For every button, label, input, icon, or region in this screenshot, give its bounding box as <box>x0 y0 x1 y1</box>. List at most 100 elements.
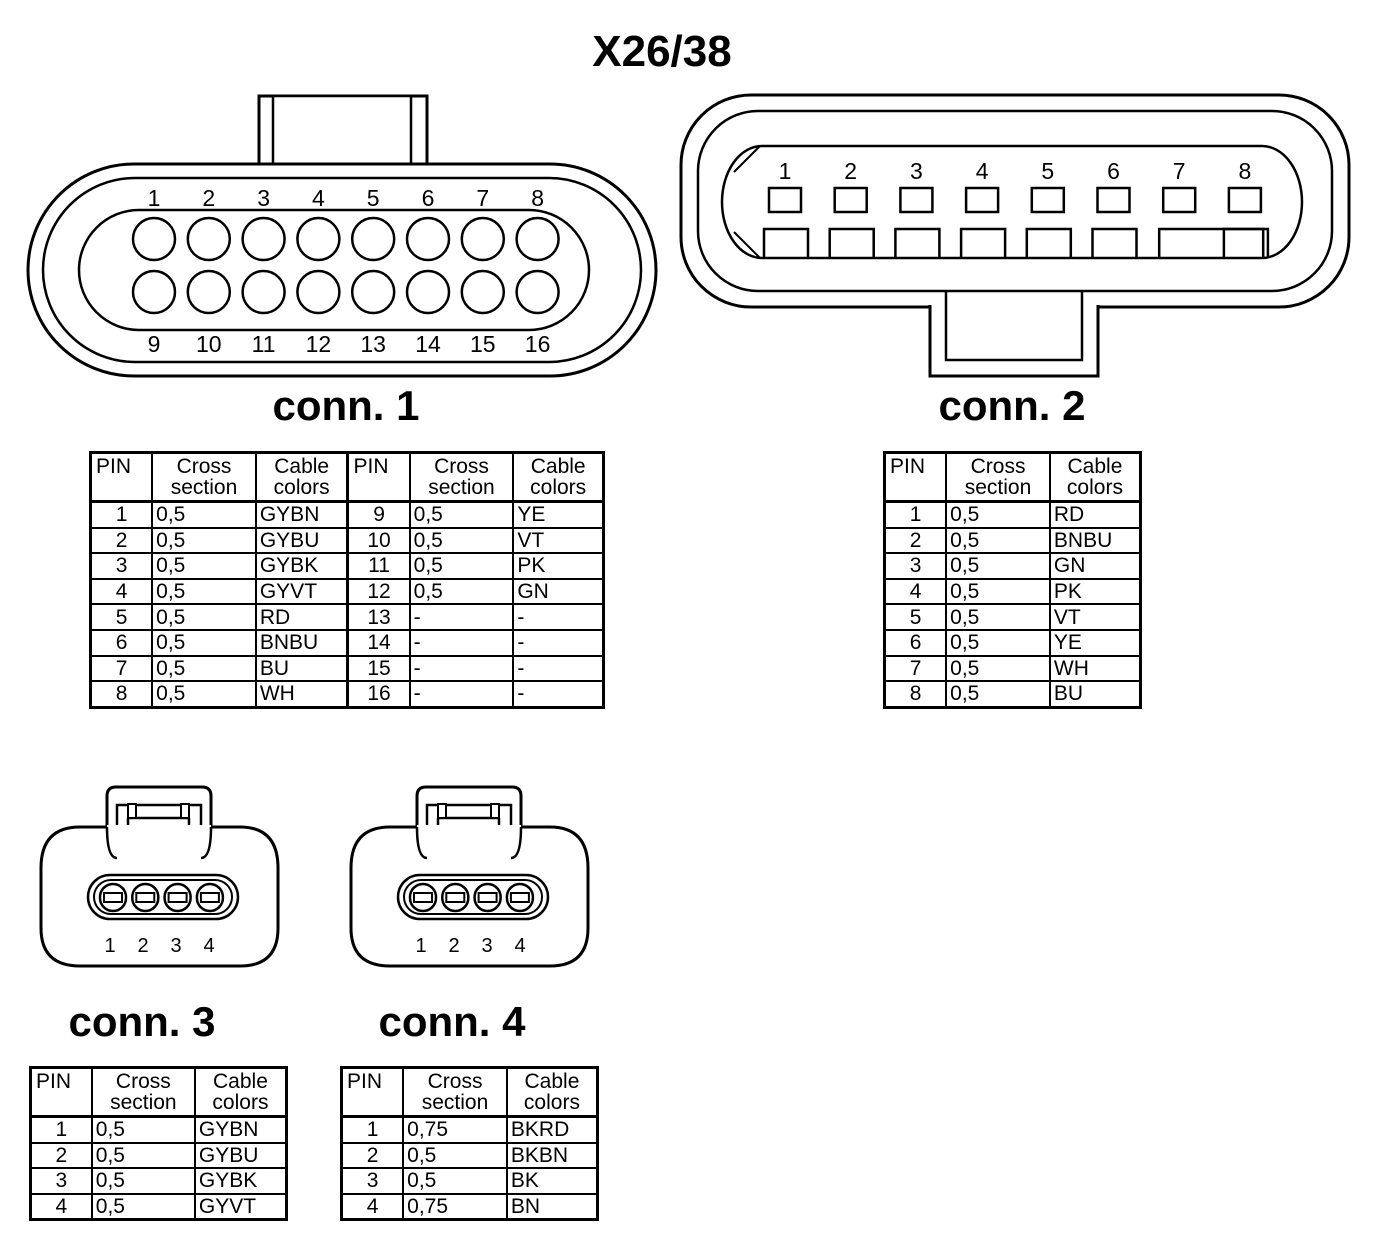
cable-color-cell: GYVT <box>254 577 349 606</box>
connector-3-pin-number-1: 1 <box>104 935 115 957</box>
cable-color-cell: GN <box>512 577 605 606</box>
cross-section-cell: 0,5 <box>151 526 257 555</box>
cable-color-cell: - <box>512 680 605 709</box>
cable-color-cell: PK <box>1048 577 1142 606</box>
cross-section-cell: 0,75 <box>402 1115 508 1144</box>
cable-color-cell: GYBN <box>193 1115 288 1144</box>
pin-cell: 1 <box>340 1115 405 1144</box>
cable-color-cell: GYBU <box>254 526 349 555</box>
connector-1-pin-13 <box>350 269 396 315</box>
connector-2-pin-number-7: 7 <box>1173 158 1186 184</box>
cross-section-cell: 0,5 <box>402 1167 508 1195</box>
connector-1-pin-8 <box>515 216 560 262</box>
cable-color-cell: GYBN <box>254 500 349 529</box>
cross-section-cell: 0,5 <box>945 552 1051 580</box>
pin-cell: 11 <box>346 552 411 580</box>
cable-color-cell: VT <box>512 526 605 555</box>
connector-2-pin-2 <box>828 186 875 258</box>
column-header-line: PIN <box>347 1070 383 1093</box>
connector-1-pin-number-1: 1 <box>148 185 161 211</box>
connector-1-pin-number-14: 14 <box>415 331 441 357</box>
connector-1-pin-number-5: 5 <box>367 185 380 211</box>
cable-color-cell: - <box>512 654 605 683</box>
cross-section-cell: 0,5 <box>945 680 1051 709</box>
pin-cell: 4 <box>340 1192 405 1221</box>
connector-1-pin-4 <box>296 216 341 262</box>
cross-section-cell: 0,5 <box>151 552 257 580</box>
column-header-line: Cross <box>970 455 1026 478</box>
cross-section-cell: 0,5 <box>408 552 515 580</box>
cable-color-cell: BN <box>505 1192 599 1221</box>
connector-1-housing <box>26 94 658 378</box>
column-header-line: Cross <box>115 1070 171 1093</box>
column-header-line: PIN <box>353 455 389 478</box>
cable-color-cell: - <box>512 628 605 657</box>
connector-1-pin-1 <box>131 216 177 262</box>
cable-color-cell: GN <box>1048 552 1142 580</box>
connector-4-pin-number-3: 3 <box>481 935 492 957</box>
cross-section-cell: 0,5 <box>408 500 515 529</box>
connector-4-housing <box>349 785 590 968</box>
connector-2-pin-4 <box>959 186 1007 258</box>
column-header-line: colors <box>273 476 330 499</box>
cross-section-cell: - <box>408 628 515 657</box>
connector-3-pin-number-4: 4 <box>203 935 214 957</box>
pin-cell: 6 <box>883 628 948 657</box>
cross-section-cell: 0,5 <box>151 500 257 529</box>
connector-1-pin-number-9: 9 <box>148 331 161 357</box>
connector-2-pin-number-1: 1 <box>779 158 792 184</box>
cross-section-cell: 0,5 <box>90 1192 196 1221</box>
connector-1-pin-number-15: 15 <box>470 331 496 357</box>
pin-cell: 4 <box>89 577 154 606</box>
pin-cell: 13 <box>346 603 411 631</box>
column-header-line: Cable <box>524 1070 580 1093</box>
cross-section-cell: 0,5 <box>945 603 1051 631</box>
cross-section-cell: 0,5 <box>945 628 1051 657</box>
connector-2-pin-1 <box>762 186 810 258</box>
cross-section-cell: 0,5 <box>151 654 257 683</box>
column-header-line: Cable <box>530 455 586 478</box>
connector-3-pin-3 <box>163 882 192 913</box>
connector-2-pin-number-3: 3 <box>910 158 923 184</box>
connector-1-pin-number-6: 6 <box>422 185 435 211</box>
cable-color-cell: BKBN <box>505 1141 599 1170</box>
cross-section-cell: 0,5 <box>945 500 1051 529</box>
cable-color-cell: PK <box>512 552 605 580</box>
connector-4-pin-number-2: 2 <box>448 935 459 957</box>
cable-color-cell: BNBU <box>254 628 349 657</box>
column-header-line: Cable <box>274 455 330 478</box>
cross-section-cell: 0,75 <box>402 1192 508 1221</box>
cable-color-cell: GYVT <box>193 1192 288 1221</box>
connector-2-pin-number-6: 6 <box>1107 158 1120 184</box>
connector-1-pin-15 <box>460 269 506 315</box>
cable-color-cell: WH <box>1048 654 1142 683</box>
pin-cell: 9 <box>346 500 411 529</box>
connector-4-pin-number-4: 4 <box>514 935 525 957</box>
cross-section-cell: 0,5 <box>408 526 515 555</box>
connector-3-pins <box>98 882 225 913</box>
pin-cell: 5 <box>883 603 948 631</box>
